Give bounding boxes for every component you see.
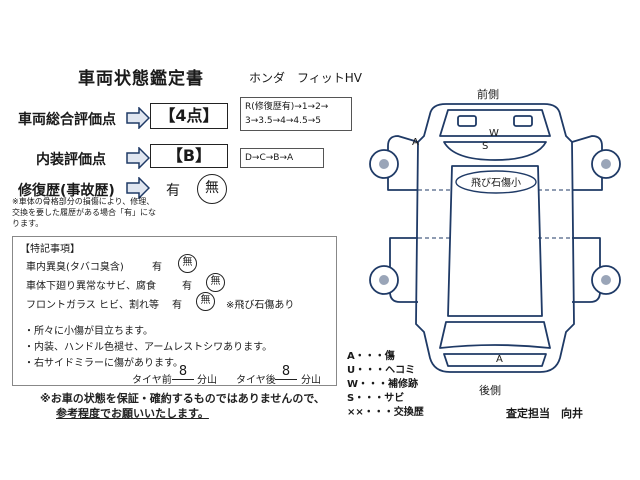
car-hood-outline xyxy=(439,109,551,137)
overall-scale-line2: 3→3.5→4→4.5→5 xyxy=(245,116,321,126)
special-row-label: フロントガラス ヒビ、割れ等 xyxy=(26,300,159,311)
document-title: 車両状態鑑定書 xyxy=(78,69,204,89)
car-grille xyxy=(457,115,477,127)
special-row-no-circled: 無 xyxy=(196,292,215,311)
car-diagram: 飛び石傷小 A W S A xyxy=(369,103,621,373)
repair-history-label: 修復歴(事故歴) xyxy=(18,183,115,199)
legend-item: U・・・ヘコミ xyxy=(347,365,416,376)
special-row-no-circled: 無 xyxy=(206,273,225,292)
car-grille xyxy=(513,115,533,127)
inspector-name: 査定担当 向井 xyxy=(506,407,583,420)
remark-line: ・所々に小傷が目立ちます。 xyxy=(24,326,153,337)
overall-scale-line1: R(修復歴有)→1→2→ xyxy=(245,102,329,112)
special-row-yes: 有 xyxy=(182,281,192,292)
repair-note: ※車体の骨格部分の損傷により、修理、交換を要した履歴がある場合「有」になります。 xyxy=(12,197,156,228)
mark-s: S xyxy=(482,141,488,152)
remark-line: ・右サイドミラーに傷があります。 xyxy=(24,358,183,369)
legend-item: ××・・・交換歴 xyxy=(347,407,424,418)
tire-front-value: 8 xyxy=(172,364,194,380)
car-windshield xyxy=(443,141,547,161)
legend-item: S・・・サビ xyxy=(347,393,405,404)
mark-a-rear: A xyxy=(496,354,503,365)
car-rear-bumper xyxy=(443,353,547,367)
legend-item: A・・・傷 xyxy=(347,351,395,362)
special-row-label: 車体下廻り異常なサビ、腐食 xyxy=(26,281,156,292)
car-model: ホンダ フィットHV xyxy=(249,71,362,85)
car-roof xyxy=(447,165,543,317)
special-notes-title: 【特記事項】 xyxy=(20,244,80,255)
arrow-right-icon xyxy=(126,177,150,199)
diagram-front-label: 前側 xyxy=(477,88,499,101)
car-left-fender xyxy=(387,135,419,191)
damage-callout-text: 飛び石傷小 xyxy=(471,176,521,189)
special-row-extra: ※飛び石傷あり xyxy=(226,300,295,311)
tire-rear-label: タイヤ後 xyxy=(236,375,276,386)
interior-grade-label: 内装評価点 xyxy=(36,152,106,168)
disclaimer-line1: ※お車の状態を保証・確約するものではありませんので、 xyxy=(40,392,325,405)
diagram-rear-label: 後側 xyxy=(479,384,501,397)
special-row-label: 車内異臭(タバコ臭含) xyxy=(26,262,124,273)
tire-rear-unit: 分山 xyxy=(301,375,321,386)
repair-no-circled: 無 xyxy=(197,174,227,204)
tire-front-unit: 分山 xyxy=(197,375,217,386)
tire-rear-value: 8 xyxy=(275,364,297,380)
special-row-no-circled: 無 xyxy=(178,254,197,273)
mark-w: W xyxy=(489,128,499,139)
special-row-yes: 有 xyxy=(152,262,162,273)
tire-front-label: タイヤ前 xyxy=(132,375,172,386)
car-rear-window xyxy=(439,321,551,349)
disclaimer-line2: 参考程度でお願いいたします。 xyxy=(56,407,209,420)
remark-line: ・内装、ハンドル色褪せ、アームレストシワあります。 xyxy=(24,342,273,353)
special-row-yes: 有 xyxy=(172,300,182,311)
special-notes-box xyxy=(12,236,337,386)
damage-callout-ellipse xyxy=(455,170,537,194)
interior-grade-value: 【B】 xyxy=(150,144,228,168)
car-body-outline xyxy=(415,103,575,373)
overall-score-label: 車両総合評価点 xyxy=(18,112,116,128)
overall-score-value: 【4点】 xyxy=(150,103,228,129)
mark-a-front: A xyxy=(412,137,419,148)
arrow-right-icon xyxy=(126,147,150,169)
arrow-right-icon xyxy=(126,107,150,129)
legend-item: W・・・補修跡 xyxy=(347,379,419,390)
repair-yes: 有 xyxy=(166,183,180,199)
interior-scale: D→C→B→A xyxy=(240,148,324,168)
overall-scale-box: R(修復歴有)→1→2→ 3→3.5→4→4.5→5 xyxy=(240,97,352,131)
car-right-fender xyxy=(571,135,603,191)
